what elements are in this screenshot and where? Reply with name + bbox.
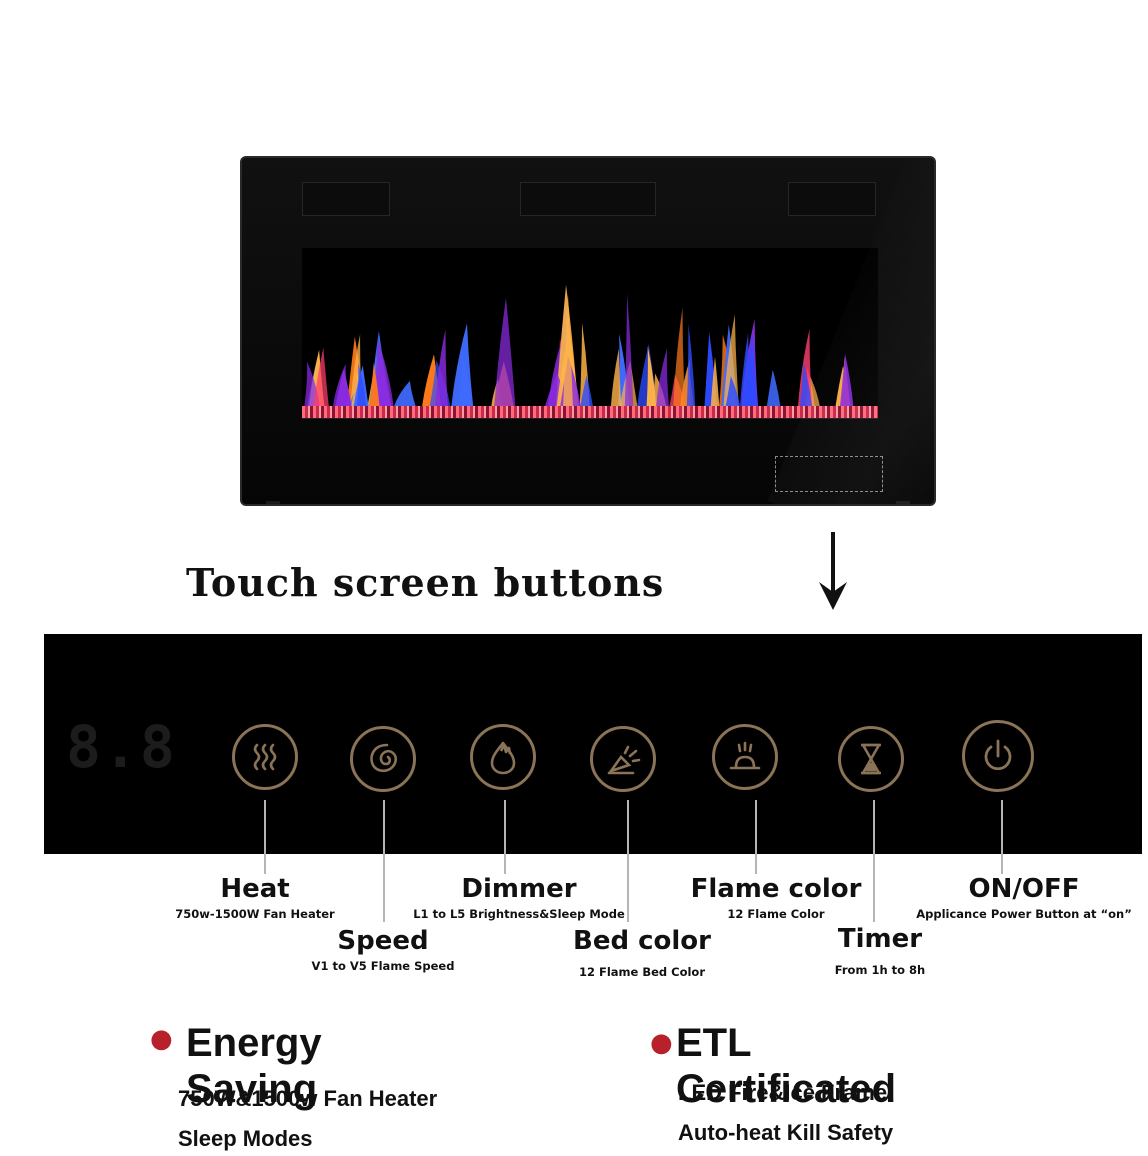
bed-color-leader-line: [627, 800, 629, 922]
timer-label-name: Timer: [837, 924, 923, 954]
flame-shape: [313, 347, 329, 406]
flames-graphic: [304, 284, 854, 406]
flame-color-icon: [729, 741, 761, 770]
flame-shape: [580, 375, 593, 406]
dimmer-label: Dimmer L1 to L5 Brightness&Sleep Mode: [412, 874, 626, 922]
flame-shape: [458, 354, 473, 406]
flame-color-label: Flame color 12 Flame Color: [684, 874, 868, 922]
flame-shape: [799, 362, 812, 406]
bed-color-button[interactable]: [590, 726, 656, 792]
feature-line: 750W&1500w Fan Heater: [178, 1086, 438, 1111]
flame-shape: [725, 376, 741, 406]
control-panel: 8.8: [44, 634, 1142, 854]
flame-shape: [335, 368, 352, 406]
timer-leader-line: [873, 800, 875, 922]
vent-left: [302, 182, 390, 216]
speed-leader-line: [383, 800, 385, 922]
timer-label-desc: From 1h to 8h: [834, 963, 926, 977]
foot-left: [266, 501, 280, 504]
flame-shape: [369, 363, 380, 406]
power-label-desc: Applicance Power Button at “on”: [916, 907, 1132, 921]
heat-label-desc: 750w-1500W Fan Heater: [175, 907, 335, 921]
flame-shape: [656, 348, 669, 406]
power-label: ON/OFF Applicance Power Button at “on”: [916, 874, 1132, 922]
fireplace-illustration: [240, 156, 936, 506]
power-icon: [984, 739, 1012, 771]
heat-label-name: Heat: [220, 874, 290, 904]
flame-shape: [686, 323, 696, 406]
flame-color-button[interactable]: [712, 724, 778, 790]
flame-shape: [710, 356, 720, 406]
bed-color-label-name: Bed color: [573, 926, 711, 956]
feature-title: Energy Saving: [186, 1021, 322, 1111]
flame-shape: [740, 333, 752, 406]
dimmer-button[interactable]: [470, 724, 536, 790]
flame-shape: [563, 294, 573, 406]
timer-label: Timer From 1h to 8h: [820, 924, 940, 978]
hourglass-icon: [861, 743, 881, 775]
flame-shape: [624, 293, 634, 406]
speed-label-name: Speed: [337, 926, 429, 956]
section-title: Touch screen buttons: [186, 560, 665, 605]
heat-waves-icon: [253, 743, 277, 771]
vent-middle: [520, 182, 656, 216]
spiral-icon: [370, 743, 397, 773]
bed-color-label: Bed color 12 Flame Bed Color: [562, 926, 722, 980]
speed-label-desc: V1 to V5 Flame Speed: [311, 959, 455, 973]
flame-shape: [766, 369, 781, 406]
dimmer-label-name: Dimmer: [461, 874, 577, 904]
ember-bed: [302, 406, 878, 418]
feature-line: Auto-heat Kill Safety: [678, 1120, 894, 1145]
bullet-icon: ●: [150, 1024, 173, 1054]
flame-shape: [435, 328, 448, 406]
flame-shape: [610, 348, 622, 406]
flame-color-leader-line: [755, 800, 757, 874]
heat-leader-line: [264, 800, 266, 874]
flame-shape: [494, 297, 516, 406]
speed-label: Speed V1 to V5 Flame Speed: [308, 926, 458, 974]
heat-button[interactable]: [232, 724, 298, 790]
firebox: [302, 248, 878, 419]
bed-color-label-desc: 12 Flame Bed Color: [578, 965, 705, 979]
flame-shape: [723, 314, 739, 406]
flame-shape: [840, 353, 854, 406]
feature-line: LED Fire&Ice Frame: [678, 1080, 888, 1105]
bullet-icon: ●: [650, 1028, 673, 1058]
arrow-down-icon: [819, 532, 847, 610]
flame-color-label-name: Flame color: [690, 874, 862, 904]
flame-drop-icon: [490, 741, 516, 775]
flame-shape: [646, 346, 656, 406]
feature-title: ETL Certificated: [676, 1021, 897, 1111]
power-label-name: ON/OFF: [968, 874, 1080, 904]
flame-color-label-desc: 12 Flame Color: [727, 907, 825, 921]
feature-line: Sleep Modes: [178, 1126, 313, 1151]
timer-button[interactable]: [838, 726, 904, 792]
foot-right: [896, 501, 910, 504]
power-button[interactable]: [962, 720, 1034, 792]
led-display: 8.8: [66, 713, 177, 781]
heat-label: Heat 750w-1500W Fan Heater: [175, 874, 335, 922]
flame-shape: [394, 380, 416, 406]
dimmer-leader-line: [504, 800, 506, 874]
flame-shape: [357, 362, 367, 406]
touch-control-area: [775, 456, 883, 492]
vent-right: [788, 182, 876, 216]
flame-shape: [673, 307, 685, 406]
power-leader-line: [1001, 800, 1003, 874]
bed-light-icon: [607, 745, 641, 775]
speed-button[interactable]: [350, 726, 416, 792]
dimmer-label-desc: L1 to L5 Brightness&Sleep Mode: [413, 907, 625, 921]
